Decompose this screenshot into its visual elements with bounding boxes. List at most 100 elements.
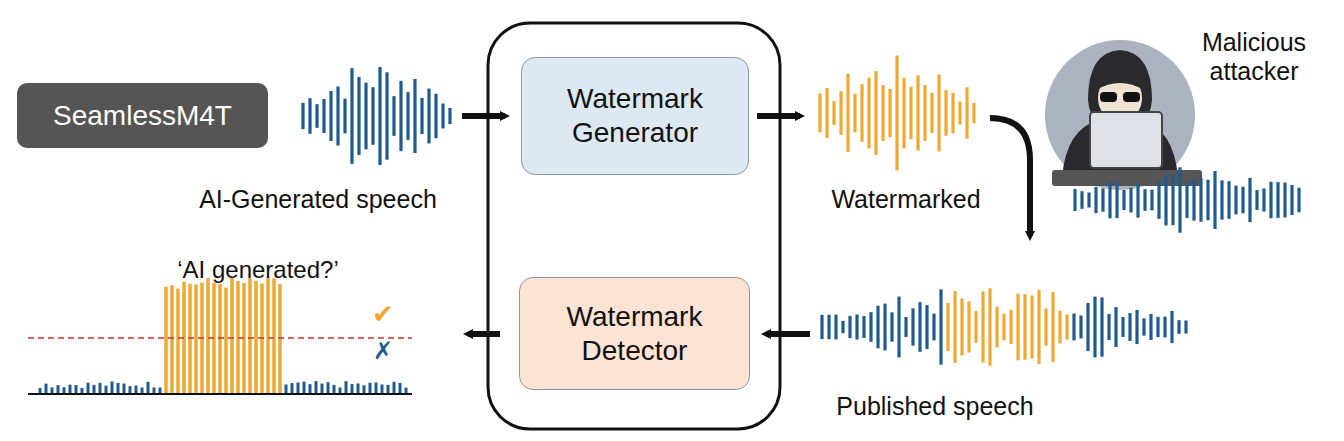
wave-stroke xyxy=(1276,182,1279,218)
arrow xyxy=(990,118,1030,236)
wave-stroke xyxy=(1206,180,1209,220)
wave-stroke xyxy=(147,382,150,393)
wave-stroke xyxy=(357,383,360,393)
wave-stroke xyxy=(832,101,835,125)
wave-stroke xyxy=(932,314,935,341)
wave-stroke xyxy=(392,96,395,136)
wave-stroke xyxy=(1086,303,1089,351)
detection-chart xyxy=(28,277,412,394)
wave-stroke xyxy=(371,87,374,145)
wave-stroke xyxy=(1121,317,1124,337)
wave-stroke xyxy=(916,75,919,150)
wave-stroke xyxy=(1234,186,1237,215)
wave-stroke xyxy=(1101,188,1104,211)
wave-stroke xyxy=(254,281,258,393)
wave-stroke xyxy=(988,288,991,365)
wave-stroke xyxy=(69,385,72,393)
wave-stroke xyxy=(1009,310,1012,344)
wave-stroke xyxy=(230,278,234,393)
wave-stroke xyxy=(399,383,402,393)
wave-stroke xyxy=(1128,313,1131,341)
wave-stroke xyxy=(1135,310,1138,344)
wave-stroke xyxy=(1114,307,1117,347)
wave-stroke xyxy=(876,306,879,349)
attacker-label: Malicious attacker xyxy=(1194,28,1314,86)
wave-stroke xyxy=(1051,292,1054,362)
wave-stroke xyxy=(441,103,444,128)
wave-stroke xyxy=(1177,320,1180,334)
wave-stroke xyxy=(946,303,949,351)
wave-stroke xyxy=(405,388,408,393)
wave-stroke xyxy=(285,385,288,393)
wave-stroke xyxy=(1094,187,1097,213)
wave-stroke xyxy=(874,71,877,155)
caption-label: Watermarked xyxy=(831,185,980,214)
arrow xyxy=(468,331,500,337)
wave-stroke xyxy=(1171,175,1174,225)
wave-stroke xyxy=(1143,189,1146,211)
wave-stroke xyxy=(129,386,132,393)
wave-stroke xyxy=(1283,183,1286,218)
cross-mark: ✗ xyxy=(373,338,393,366)
wave-stroke xyxy=(350,68,353,164)
wave-stroke xyxy=(1156,317,1159,337)
wave-stroke xyxy=(434,94,437,139)
wave-stroke xyxy=(1157,181,1160,219)
wave-stroke xyxy=(1170,311,1173,343)
wave-stroke xyxy=(236,281,240,393)
wave-stroke xyxy=(862,316,865,338)
wave-stroke xyxy=(853,94,856,133)
wave-stroke xyxy=(363,385,366,393)
wave-stroke xyxy=(266,277,270,393)
wave-stroke xyxy=(974,311,977,343)
wave-stroke xyxy=(881,85,884,141)
wave-stroke xyxy=(448,108,451,124)
wave-stroke xyxy=(194,284,198,393)
wave-stroke xyxy=(1016,294,1019,361)
wave-stroke xyxy=(1093,297,1096,358)
wave-stroke xyxy=(1241,187,1244,214)
wave-stroke xyxy=(1185,182,1188,218)
wave-stroke xyxy=(1297,188,1300,213)
wave-stroke xyxy=(399,81,402,151)
wave-stroke xyxy=(291,383,294,393)
wave-stroke xyxy=(364,83,367,150)
wave-stroke xyxy=(322,99,325,133)
wave-stroke xyxy=(1002,314,1005,341)
wave-stroke xyxy=(1080,191,1083,209)
node-text: SeamlessM4T xyxy=(53,99,232,133)
wave-stroke xyxy=(1065,314,1068,339)
arrow xyxy=(462,113,505,119)
wave-stroke xyxy=(105,386,108,393)
wave-stroke xyxy=(413,79,416,153)
wave-stroke xyxy=(1227,181,1230,219)
wave-stroke xyxy=(888,89,891,137)
wave-stroke xyxy=(345,381,348,393)
wave-stroke xyxy=(911,308,914,345)
wave-stroke xyxy=(343,99,346,134)
wave-stroke xyxy=(123,384,126,393)
model-badge: SeamlessM4T xyxy=(17,83,268,148)
wave-stroke xyxy=(1108,182,1111,219)
wave-stroke xyxy=(918,302,921,352)
wave-stroke xyxy=(1023,294,1026,360)
caption-label: Published speech xyxy=(836,392,1033,421)
wave-stroke xyxy=(1248,178,1251,222)
wave-stroke xyxy=(111,381,114,393)
wave-stroke xyxy=(951,93,954,133)
wave-stroke xyxy=(387,385,390,393)
wave-stroke xyxy=(164,287,168,393)
check-mark: ✔ xyxy=(372,300,394,330)
wave-stroke xyxy=(159,388,162,393)
wave-stroke xyxy=(841,321,844,333)
wave-stroke xyxy=(406,92,409,140)
wave-stroke xyxy=(329,91,332,141)
wave-stroke xyxy=(378,67,381,165)
wave-stroke xyxy=(224,288,228,393)
wave-stroke xyxy=(1115,182,1118,218)
wave-stroke xyxy=(902,78,905,149)
node-text: Watermark Detector xyxy=(531,300,738,367)
wave-stroke xyxy=(308,98,311,134)
wave-stroke xyxy=(339,387,342,393)
wave-stroke xyxy=(369,383,372,393)
